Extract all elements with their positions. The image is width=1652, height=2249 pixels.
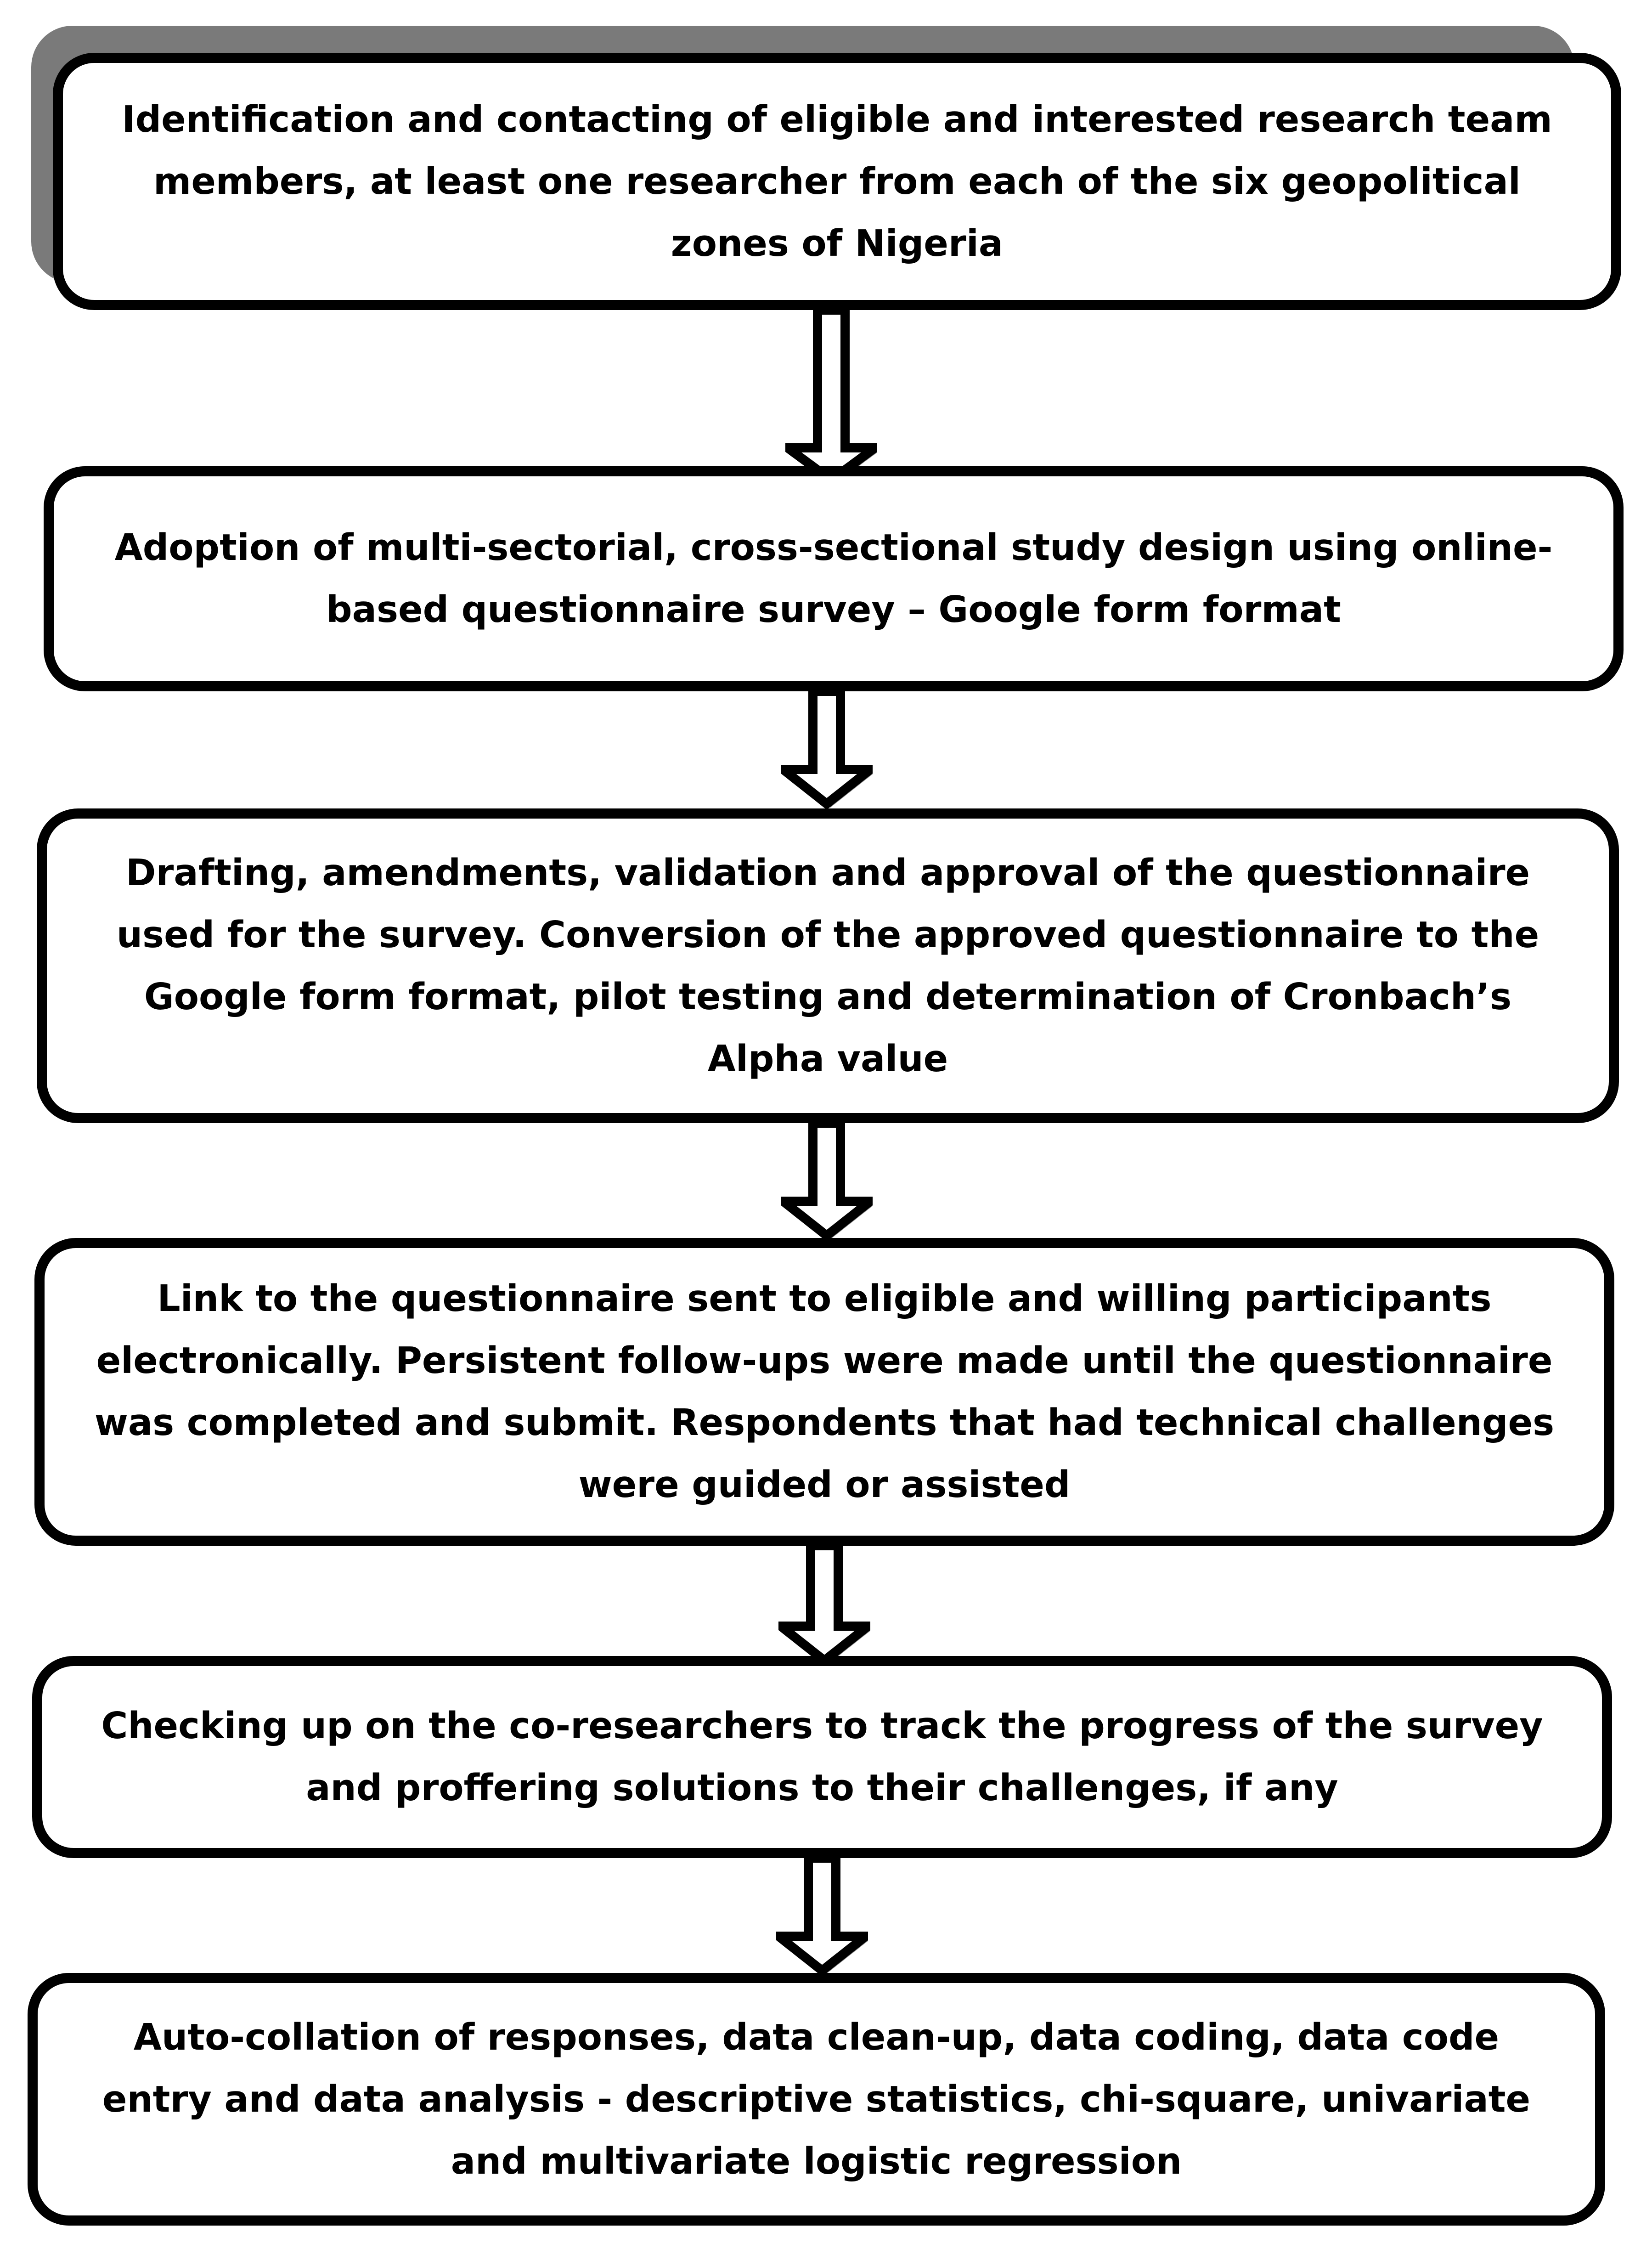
down-arrow-icon-3 [781,1123,873,1242]
down-arrow-icon-2 [781,691,873,810]
down-arrow-icon-1 [785,310,877,485]
step-box-2: Adoption of multi-sectorial, cross-secti… [44,466,1624,691]
step-box-4: Link to the questionnaire sent to eligib… [34,1238,1614,1546]
step-text-3: Drafting, amendments, validation and app… [116,851,1539,1080]
step-text-1: Identification and contacting of eligibl… [122,98,1552,265]
step-text-4: Link to the questionnaire sent to eligib… [94,1277,1555,1506]
step-box-3: Drafting, amendments, validation and app… [37,808,1619,1123]
down-arrow-icon-5 [776,1858,868,1977]
step-box-5: Checking up on the co-researchers to tra… [32,1656,1612,1858]
step-box-6: Auto-collation of responses, data clean-… [28,1973,1605,2226]
step-text-2: Adoption of multi-sectorial, cross-secti… [114,526,1553,631]
step-box-1: Identification and contacting of eligibl… [53,53,1621,310]
step-text-5: Checking up on the co-researchers to tra… [101,1705,1543,1809]
step-text-6: Auto-collation of responses, data clean-… [102,2016,1531,2182]
down-arrow-icon-4 [778,1546,870,1667]
